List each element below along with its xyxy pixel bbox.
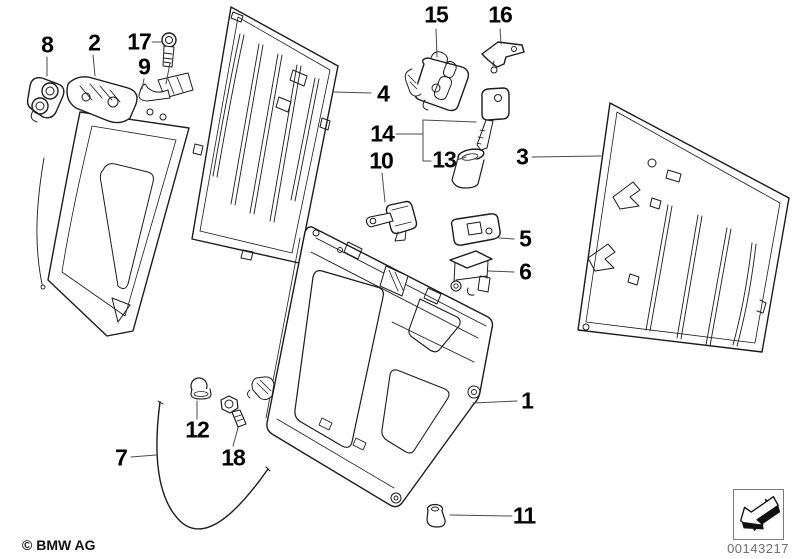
callout-17[interactable]: 17 xyxy=(127,28,152,55)
callout-15[interactable]: 15 xyxy=(424,1,449,28)
callout-7[interactable]: 7 xyxy=(115,444,128,471)
callout-10[interactable]: 10 xyxy=(369,147,394,174)
part-3-panel-drawing xyxy=(577,102,790,353)
callout-5[interactable]: 5 xyxy=(519,225,532,252)
direction-arrow-icon xyxy=(740,496,781,532)
copyright-text: © BMW AG xyxy=(22,537,96,553)
callout-2[interactable]: 2 xyxy=(88,29,101,56)
callout-11[interactable]: 11 xyxy=(512,502,536,529)
part-1-frame-drawing xyxy=(247,226,494,508)
part-4-panel-drawing xyxy=(191,6,339,264)
callout-3[interactable]: 3 xyxy=(516,143,529,170)
image-number: 00143217 xyxy=(727,541,789,556)
part-13-lock-barrel-drawing xyxy=(451,148,485,189)
callout-16[interactable]: 16 xyxy=(488,1,513,28)
leader-lines xyxy=(46,28,602,517)
callout-14[interactable]: 14 xyxy=(370,120,395,147)
part-5-cover-drawing xyxy=(450,213,501,246)
part-16-bracket-drawing xyxy=(481,41,525,74)
part-10-lever-drawing xyxy=(365,200,418,242)
part-18-bolt-drawing xyxy=(220,395,247,428)
part-6-catch-drawing xyxy=(449,250,493,296)
part-15-latch-drawing xyxy=(404,51,470,112)
part-2-frame-drawing xyxy=(36,76,190,337)
part-17-screw-drawing xyxy=(161,32,177,68)
callout-6[interactable]: 6 xyxy=(519,258,532,285)
stamp-box xyxy=(733,489,784,540)
callout-1[interactable]: 1 xyxy=(521,387,534,414)
part-11-bushing-drawing xyxy=(426,503,446,528)
callout-4[interactable]: 4 xyxy=(377,80,390,107)
part-12-grommet-drawing xyxy=(190,377,212,400)
callout-13[interactable]: 13 xyxy=(432,146,457,173)
callout-9[interactable]: 9 xyxy=(138,53,151,80)
callout-12[interactable]: 12 xyxy=(185,416,210,443)
part-14-key-drawing xyxy=(476,87,510,151)
part-8-hinge-drawing xyxy=(26,76,65,123)
callout-8[interactable]: 8 xyxy=(41,31,54,58)
part-7-wire-drawing xyxy=(156,400,271,530)
callout-18[interactable]: 18 xyxy=(221,444,246,471)
